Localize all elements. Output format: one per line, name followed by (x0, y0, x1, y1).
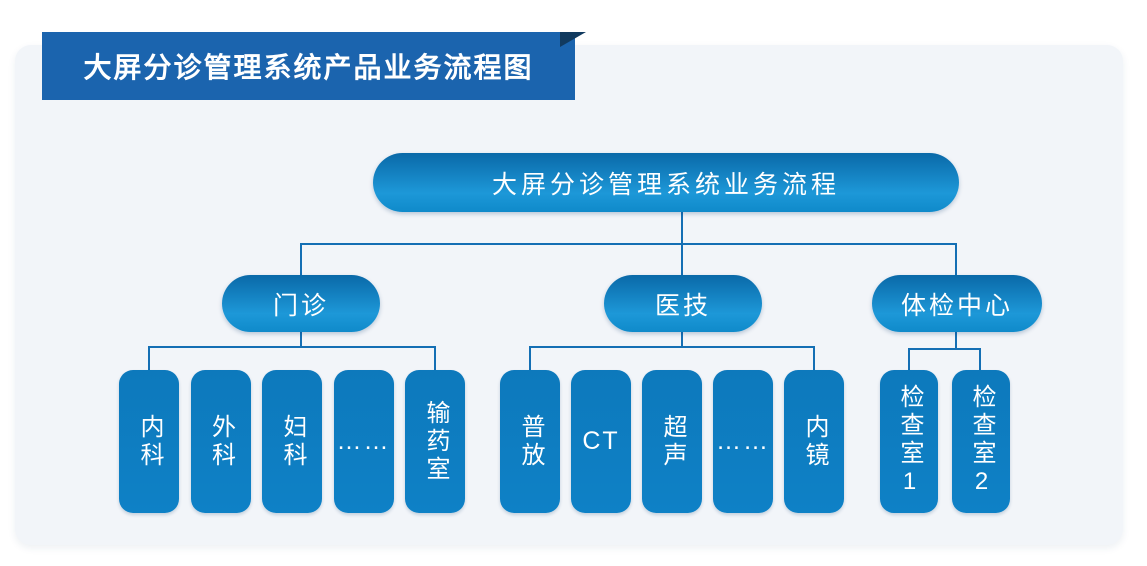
leaf-label: 普放 (517, 413, 544, 470)
title-banner: 大屏分诊管理系统产品业务流程图 (42, 32, 575, 100)
connector-yiji-right-drop (813, 348, 815, 370)
node-leaf-2-0: 检查室1 (880, 370, 938, 513)
node-leaf-1-2: 超声 (642, 370, 702, 513)
connector-menzhen-right-drop (434, 348, 436, 370)
leaf-label: 检查室1 (896, 384, 923, 499)
connector-tijian-horizontal (908, 348, 981, 350)
connector-tijian-left-drop (908, 350, 910, 370)
connector-tijian-right-drop (979, 350, 981, 370)
connector-level1-horizontal (300, 243, 957, 245)
leaf-label: …… (336, 427, 391, 455)
leaf-row-menzhen: 内科外科妇科 …… 输药室 (119, 370, 465, 513)
leaf-label: 妇科 (279, 413, 306, 470)
node-root: 大屏分诊管理系统业务流程 (373, 153, 959, 212)
leaf-label: 外科 (207, 413, 235, 470)
connector-yiji-horizontal (529, 346, 815, 348)
node-leaf-1-3: …… (713, 370, 773, 513)
node-leaf-0-2: 妇科 (262, 370, 322, 513)
branch-label: 医技 (654, 291, 711, 320)
leaf-label: …… (716, 427, 770, 455)
node-branch-tijian: 体检中心 (872, 275, 1042, 332)
leaf-label: 超声 (659, 413, 686, 470)
connector-menzhen-left-drop (148, 348, 150, 370)
node-leaf-2-1: 检查室2 (952, 370, 1010, 513)
node-branch-menzhen: 门诊 (222, 275, 380, 332)
node-leaf-1-0: 普放 (500, 370, 560, 513)
connector-menzhen-horizontal (148, 346, 436, 348)
connector-tijian-stem (955, 332, 957, 348)
connector-yiji-stem (681, 332, 683, 346)
leaf-label: 输药室 (422, 399, 449, 484)
node-leaf-0-1: 外科 (190, 370, 251, 513)
node-branch-yiji: 医技 (604, 275, 762, 332)
connector-drop-menzhen (300, 245, 302, 275)
node-leaf-1-1: CT (571, 370, 631, 513)
node-leaf-0-3: …… (333, 370, 394, 513)
connector-drop-tijian (955, 245, 957, 275)
leaf-label: 检查室2 (968, 384, 995, 499)
root-label: 大屏分诊管理系统业务流程 (491, 170, 840, 199)
node-leaf-0-4: 输药室 (405, 370, 465, 513)
leaf-label: 内科 (136, 413, 163, 470)
page-title: 大屏分诊管理系统产品业务流程图 (83, 52, 534, 83)
branch-label: 体检中心 (900, 291, 1013, 320)
connector-yiji-left-drop (529, 348, 531, 370)
node-leaf-1-4: 内镜 (784, 370, 844, 513)
node-leaf-0-0: 内科 (119, 370, 179, 513)
leaf-label: 内镜 (801, 413, 828, 470)
leaf-label: CT (582, 427, 620, 455)
branch-label: 门诊 (272, 291, 329, 320)
leaf-row-tijian: 检查室1 检查室2 (880, 370, 1010, 513)
connector-menzhen-stem (300, 332, 302, 346)
banner-fold-decoration (560, 32, 586, 47)
leaf-row-yiji: 普放 CT 超声 …… 内镜 (500, 370, 844, 513)
